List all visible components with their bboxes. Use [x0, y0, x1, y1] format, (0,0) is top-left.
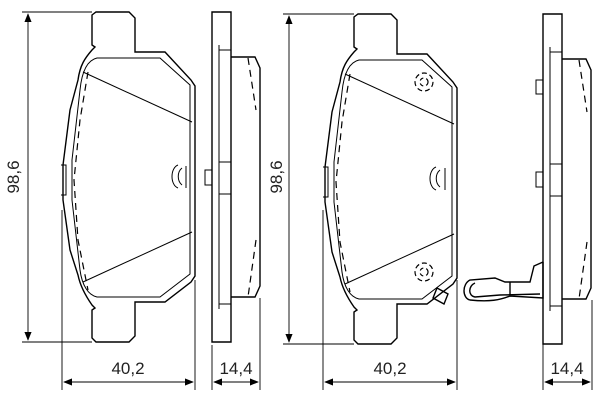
wear-sensor-clip: [463, 261, 544, 302]
pad-front-view-2: [322, 13, 458, 345]
thickness-dimension-label-2: 14,4: [550, 359, 583, 378]
height-dimension-label-1: 98,6: [4, 160, 23, 193]
thickness-dimension-label-1: 14,4: [219, 359, 252, 378]
pad-side-view-1: [204, 11, 261, 343]
width-dimension-label-2: 40,2: [373, 359, 406, 378]
pad-front-view-1: [60, 11, 196, 343]
pad-side-view-2: [535, 13, 592, 345]
width-dimension-label-1: 40,2: [111, 359, 144, 378]
height-dimension-label-2: 98,6: [267, 160, 286, 193]
wear-sensor-connector: [432, 287, 449, 305]
dimension-lines: [22, 11, 593, 390]
anti-noise-shim-mark-icon: [171, 164, 187, 189]
